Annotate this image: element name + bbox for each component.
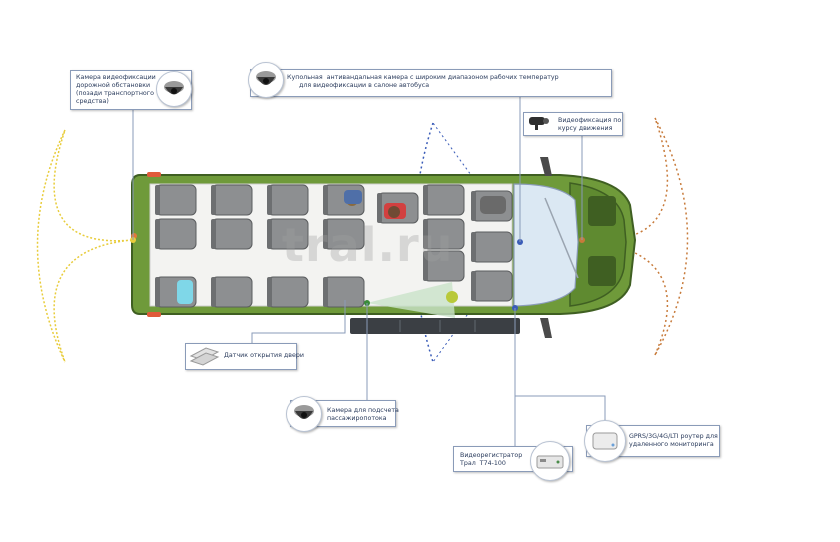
hood-vent-upper (588, 196, 616, 226)
seat-back (323, 219, 328, 249)
seat-back (377, 193, 382, 223)
seat-back (323, 185, 328, 215)
dome-camera-icon (248, 62, 284, 98)
rear-light-top (147, 172, 161, 177)
seat-back (155, 219, 160, 249)
dome-camera-icon (286, 396, 322, 432)
passenger-head-red (388, 206, 400, 218)
seat-back (423, 185, 428, 215)
seat-back (211, 185, 216, 215)
callout-dome-camera-text: Купольная антивандальная камера с широки… (287, 74, 559, 89)
rear-light-bottom (147, 312, 161, 317)
callout-passenger-counter-text: Камера для подсчета пассажиропотока (327, 407, 399, 422)
seat (155, 184, 197, 216)
windshield (513, 183, 579, 307)
connector-door-sensor (251, 300, 346, 352)
seat (423, 184, 465, 216)
seat-back (267, 277, 272, 307)
seat-back (423, 251, 428, 281)
seat (211, 184, 253, 216)
seat-back (267, 219, 272, 249)
seat-back (471, 271, 476, 301)
seat (323, 276, 365, 308)
door-sensor-icon (188, 344, 222, 368)
running-board (350, 318, 520, 334)
seat-back (471, 191, 476, 221)
hood-vent-lower (588, 256, 616, 286)
seat (211, 218, 253, 250)
seat (471, 270, 513, 302)
seat-back (471, 232, 476, 262)
connector-router (515, 395, 606, 425)
router-icon (584, 420, 626, 462)
seat (155, 218, 197, 250)
passenger-counter-view-cone (367, 282, 455, 318)
wiper (544, 197, 579, 279)
dvr-icon (530, 441, 570, 481)
seat (267, 276, 309, 308)
driver-body (480, 196, 506, 214)
mirror-bottom (540, 318, 552, 338)
passenger-body-cyan (177, 280, 193, 304)
bullet-camera-icon (527, 114, 553, 132)
seat-back (155, 185, 160, 215)
callout-dvr-text: Видеорегистратор Трал Т74-100 (460, 452, 523, 467)
callout-forward-camera-text: Видеофиксация по курсу движения (558, 117, 622, 132)
passenger-head-yellow (446, 291, 458, 303)
seat-back (155, 277, 160, 307)
seat-back (323, 277, 328, 307)
rear-camera-view-arc (36, 129, 66, 363)
seat-back (267, 185, 272, 215)
callout-road-camera-text: Камера видеофиксации дорожной обстановки… (76, 74, 156, 105)
callout-router-text: GPRS/3G/4G/LTI роутер для удаленного мон… (629, 433, 718, 448)
dome-camera-icon (156, 71, 192, 107)
front-camera-view-arc (654, 117, 689, 356)
mirror-top (540, 157, 552, 176)
seat (471, 231, 513, 263)
seat-back (423, 219, 428, 249)
callout-door-sensor-text: Датчик открытия двери (224, 352, 304, 359)
passenger-body (344, 190, 362, 204)
seat (267, 184, 309, 216)
callout-dome-camera: Купольная антивандальная камера с широки… (250, 69, 612, 97)
watermark: tral.ru (282, 218, 454, 272)
seat-back (211, 277, 216, 307)
rear-camera-view-cone (53, 129, 133, 363)
seat-back (211, 219, 216, 249)
seat (211, 276, 253, 308)
